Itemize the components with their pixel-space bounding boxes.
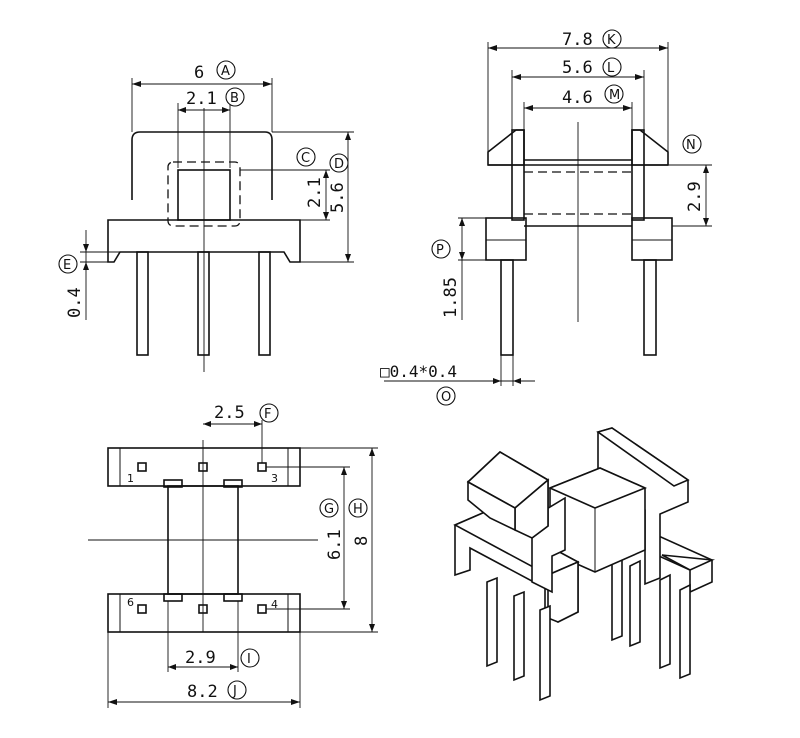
svg-text:I: I: [247, 652, 251, 667]
label-l-circle: L: [602, 57, 622, 77]
svg-text:L: L: [607, 61, 615, 76]
dim-n-value: 2.9: [685, 181, 705, 212]
top-view: 1 3 6 4 2.5 F 6.1 G 8 H: [88, 403, 378, 708]
dim-h-value: 8: [352, 536, 372, 546]
label-h-circle: H: [348, 498, 368, 518]
svg-text:P: P: [436, 243, 444, 258]
svg-text:N: N: [686, 138, 696, 153]
dim-d-value: 5.6: [328, 182, 348, 213]
dim-f-value: 2.5: [214, 403, 245, 423]
svg-text:H: H: [353, 502, 363, 517]
pin-6-label: 6: [127, 596, 134, 609]
label-i-circle: I: [240, 648, 260, 668]
svg-text:D: D: [334, 157, 344, 172]
svg-text:J: J: [232, 684, 237, 699]
label-d-circle: D: [329, 153, 349, 173]
svg-text:K: K: [607, 33, 616, 48]
pin-1-label: 1: [127, 472, 134, 485]
label-e-circle: E: [58, 254, 78, 274]
label-o-circle: O: [436, 386, 456, 406]
dim-k-value: 7.8: [562, 30, 593, 50]
dim-g-value: 6.1: [325, 529, 345, 560]
svg-text:G: G: [324, 502, 334, 517]
label-m-circle: M: [604, 84, 624, 104]
isometric-view: [453, 427, 716, 702]
svg-text:B: B: [230, 91, 239, 106]
label-j-circle: J: [227, 680, 247, 700]
label-g-circle: G: [319, 498, 339, 518]
svg-text:A: A: [221, 64, 230, 79]
side-view: 7.8 K 5.6 L 4.6 M 2.9 N: [380, 29, 712, 406]
pin-4-label: 4: [271, 598, 278, 611]
label-n-circle: N: [682, 134, 702, 154]
svg-text:O: O: [441, 390, 451, 405]
dim-m-value: 4.6: [562, 88, 593, 108]
dim-c-value: 2.1: [305, 177, 325, 208]
label-p-circle: P: [431, 239, 451, 259]
svg-text:M: M: [609, 88, 620, 103]
dim-a-value: 6: [194, 63, 204, 83]
label-k-circle: K: [602, 29, 622, 49]
svg-text:F: F: [264, 407, 271, 422]
label-a-circle: A: [216, 60, 236, 80]
dim-o-value: □0.4*0.4: [380, 362, 457, 381]
dim-b-value: 2.1: [186, 89, 217, 109]
dim-j-value: 8.2: [187, 682, 218, 702]
pin-3-label: 3: [271, 472, 278, 485]
front-view: 6 A 2.1 B 2.1 C 5.6 D: [58, 60, 354, 372]
svg-text:E: E: [63, 258, 71, 273]
dim-l-value: 5.6: [562, 58, 593, 78]
dim-p-value: 1.85: [441, 277, 461, 318]
label-c-circle: C: [296, 147, 316, 167]
label-f-circle: F: [259, 403, 279, 423]
svg-text:C: C: [301, 151, 310, 166]
dim-e-value: 0.4: [65, 287, 85, 318]
dim-i-value: 2.9: [185, 648, 216, 668]
label-b-circle: B: [225, 87, 245, 107]
